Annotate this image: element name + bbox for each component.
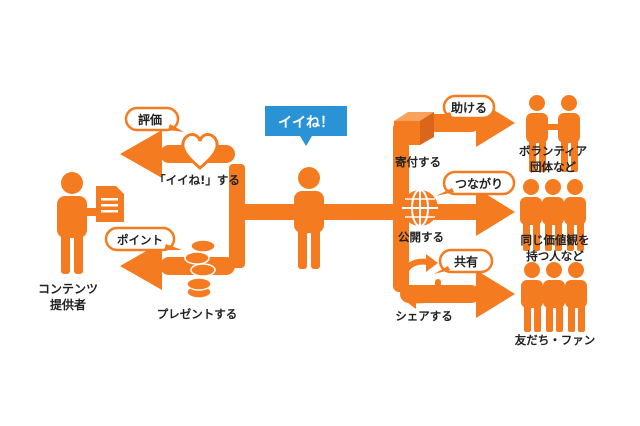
publish-target-line2: 持つ人など: [526, 249, 584, 263]
evaluation-caption: 「イイね!」する: [154, 173, 240, 187]
people-group-icon: [520, 179, 586, 251]
help-tag: 助ける: [436, 94, 496, 120]
document-icon: [96, 186, 124, 222]
left-lower-arrowhead: [120, 242, 162, 290]
help-tag-label: 助ける: [451, 100, 487, 115]
share-tag-label: 共有: [454, 254, 478, 269]
center-person-icon: [294, 167, 324, 269]
share-arrows-icon: [401, 258, 441, 304]
center-bubble-label: イイね！: [278, 115, 334, 131]
share-target-line1: 友だち・ファン: [515, 333, 596, 347]
box-icon: [394, 112, 434, 145]
evaluation-tag: 評価: [124, 106, 184, 132]
coin-stack-icon: [184, 239, 216, 299]
left-upper-arrowhead: [120, 130, 162, 178]
right-lower-arrowhead: [476, 270, 515, 318]
share-arrowheads: [404, 254, 438, 309]
donate-target-line2: 団体など: [530, 160, 576, 174]
present-caption: プレゼントする: [157, 307, 238, 321]
creator-person-icon: [57, 172, 102, 274]
right-middle-arrowhead: [476, 188, 515, 236]
connection-tag: つながり: [436, 170, 516, 196]
globe-icon: [402, 189, 438, 227]
creator-label-line1: コンテンツ: [38, 282, 98, 296]
evaluation-tag-label: 評価: [138, 112, 162, 127]
publish-target-line1: 同じ価値観を: [521, 233, 590, 247]
handshake-icon: [526, 95, 580, 172]
center-bubble: イイね！: [265, 106, 347, 146]
publish-caption: 公開する: [398, 230, 444, 244]
donate-target-line1: ボランティア: [519, 144, 588, 158]
left-branch-vertical: [229, 164, 245, 268]
point-tag-label: ポイント: [117, 233, 163, 247]
creator-label-line2: 提供者: [50, 297, 86, 312]
point-tag: ポイント: [104, 226, 182, 252]
share-tag: 共有: [434, 248, 494, 274]
friends-group-icon: [521, 262, 587, 332]
connection-tag-label: つながり: [455, 176, 503, 191]
share-caption: シェアする: [395, 309, 453, 323]
heart-icon: [181, 133, 219, 170]
donate-caption: 寄付する: [395, 155, 441, 169]
